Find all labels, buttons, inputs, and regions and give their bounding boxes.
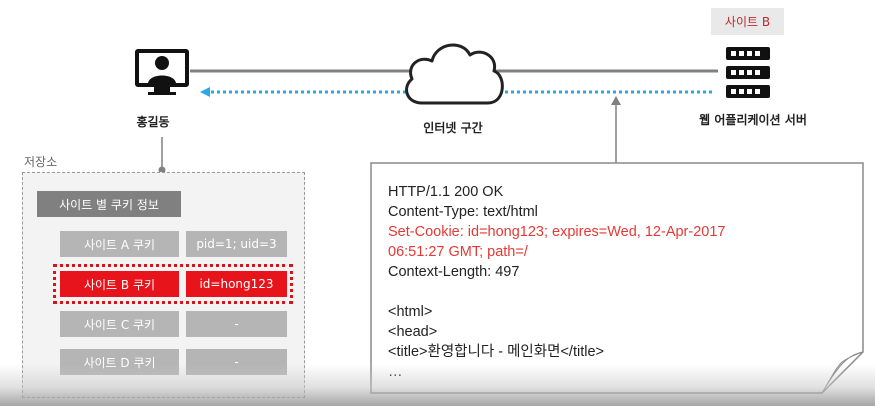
user-computer-icon [135, 49, 189, 95]
http-line: … [388, 364, 403, 380]
storage-label: 저장소 [24, 155, 58, 169]
cookie-table-header: 사이트 별 쿠키 정보 [37, 191, 181, 217]
callout-arrow-head [611, 96, 621, 105]
http-line-set-cookie: 06:51:27 GMT; path=/ [388, 244, 528, 260]
server-label: 웹 어플리케이션 서버 [699, 113, 807, 127]
cookie-row-value: pid=1; uid=3 [186, 231, 287, 257]
response-arrow-head [200, 87, 210, 97]
http-line: Context-Length: 497 [388, 264, 520, 280]
http-line: <html> [388, 304, 433, 320]
user-label: 홍길동 [136, 115, 170, 129]
http-response-text: HTTP/1.1 200 OK Content-Type: text/html … [370, 162, 864, 394]
internet-label: 인터넷 구간 [423, 121, 483, 135]
internet-cloud-icon [405, 43, 504, 105]
cookie-row-name-highlighted: 사이트 B 쿠키 [60, 271, 179, 297]
cookie-row-value: - [186, 349, 287, 375]
site-b-badge: 사이트 B [711, 8, 784, 35]
server-rack-icon [726, 47, 770, 98]
http-line: <title>환영합니다 - 메인화면</title> [388, 344, 604, 360]
cookie-row-name: 사이트 A 쿠키 [60, 231, 179, 257]
connector-dot [158, 166, 166, 174]
cookie-row-name: 사이트 D 쿠키 [60, 349, 179, 375]
http-line: <head> [388, 324, 438, 340]
cookie-row-value: - [186, 311, 287, 337]
http-line-set-cookie: Set-Cookie: id=hong123; expires=Wed, 12-… [388, 224, 726, 240]
http-line: HTTP/1.1 200 OK [388, 184, 504, 200]
http-line: Content-Type: text/html [388, 204, 538, 220]
highlight-dotted-border [53, 264, 293, 304]
cookie-row-value-highlighted: id=hong123 [186, 271, 287, 297]
cookie-row-name: 사이트 C 쿠키 [60, 311, 179, 337]
